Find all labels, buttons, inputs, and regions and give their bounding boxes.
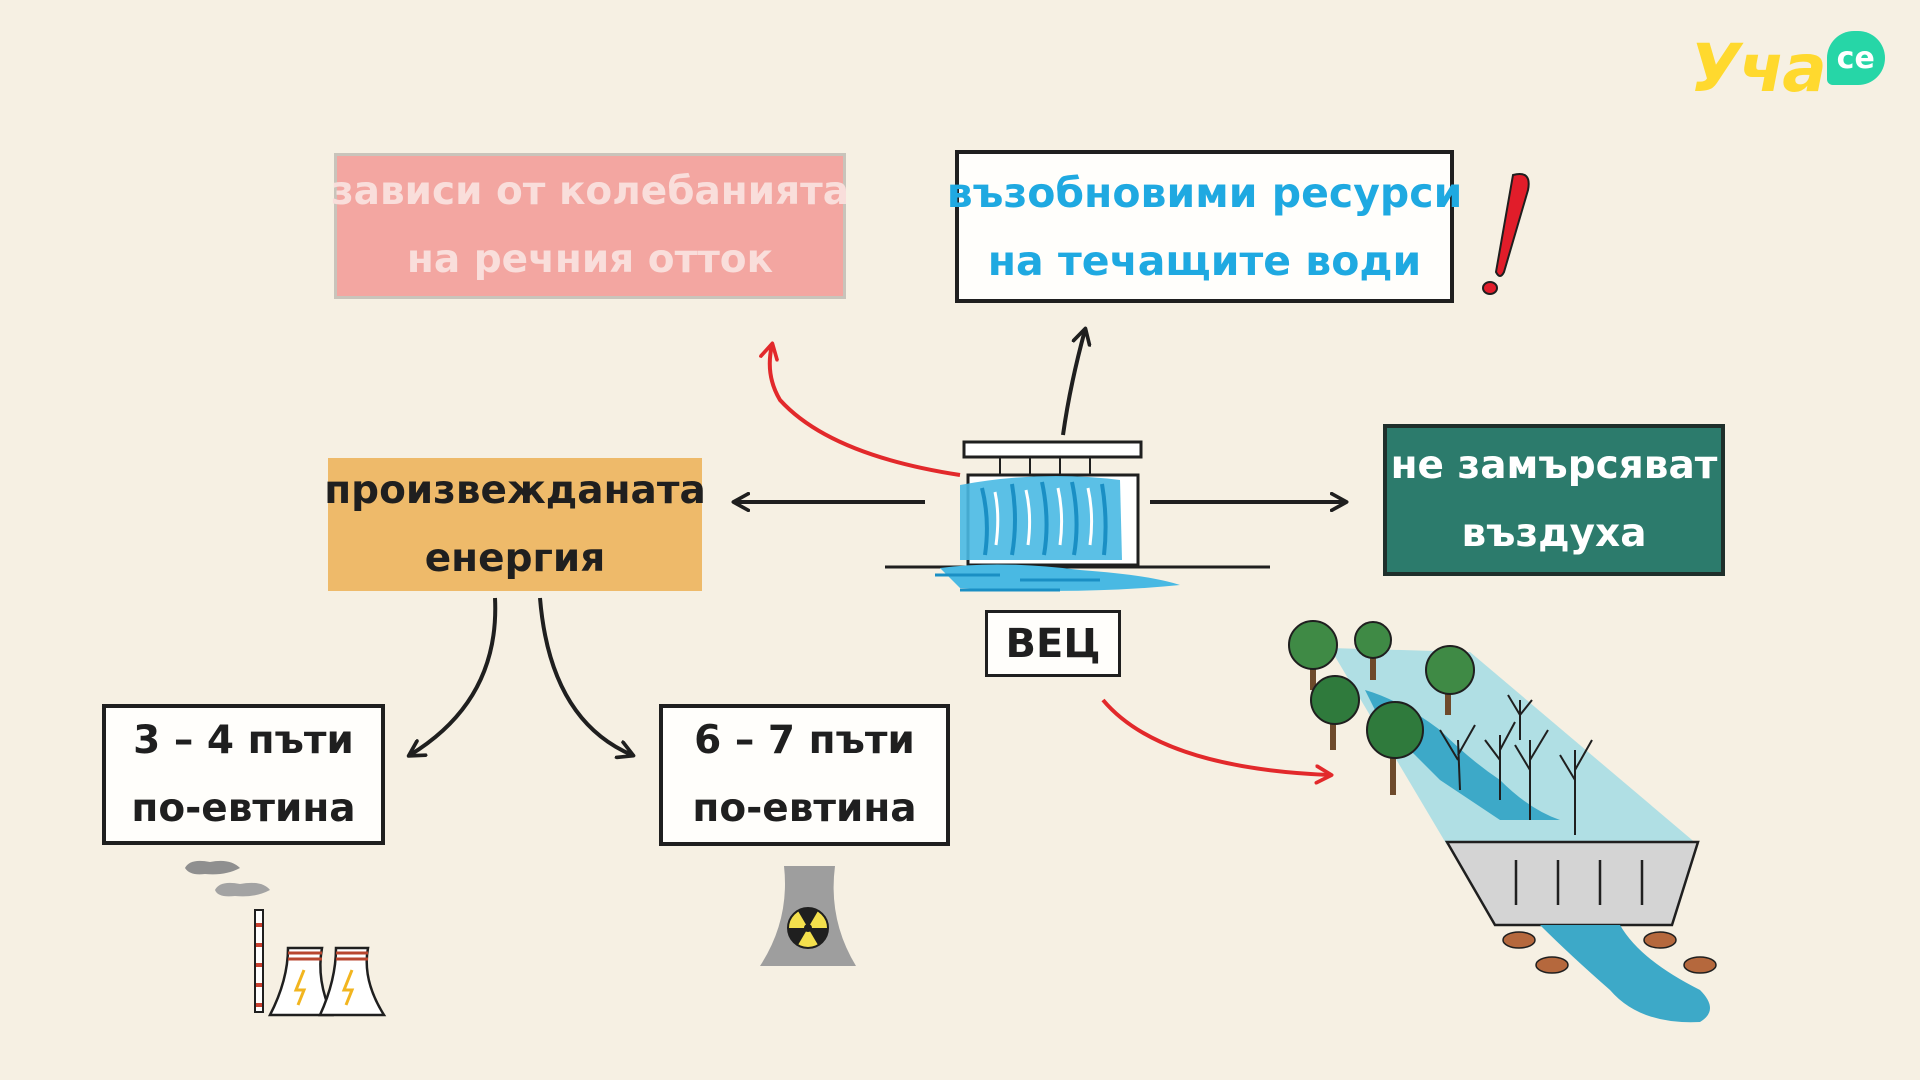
cheaper-than-thermal-box: 3 – 4 пъти по-евтина [102, 704, 385, 845]
renewable-resources-line2: на течащите води [987, 236, 1422, 285]
river-dependence-box: зависи от колебанията на речния отток [330, 153, 850, 299]
produced-energy-box: произвежданата енергия [324, 458, 706, 591]
hpp-label: ВЕЦ [985, 610, 1121, 677]
hpp-label-text: ВЕЦ [1005, 620, 1101, 667]
exclamation-icon [1482, 173, 1530, 295]
brand-logo-text: Уча [1690, 29, 1827, 107]
arrow-to-river-dependence [770, 345, 961, 477]
renewable-resources-box: възобновими ресурси на течащите води [947, 150, 1462, 303]
no-air-pollution-box: не замърсяват въздуха [1383, 424, 1725, 576]
brand-logo[interactable]: Уча се [1690, 28, 1885, 108]
produced-energy-line2: енергия [424, 535, 606, 581]
brand-logo-badge: се [1826, 31, 1885, 85]
arrow-to-3-4-times [410, 597, 498, 755]
river-dependence-line1: зависи от колебанията [330, 169, 850, 214]
cheaper-than-thermal-line1: 3 – 4 пъти [133, 717, 354, 763]
arrow-to-renewable [1061, 330, 1085, 436]
cheaper-than-nuclear-box: 6 – 7 пъти по-евтина [659, 704, 950, 846]
cheaper-than-nuclear-line2: по-евтина [692, 786, 917, 831]
thermal-power-plant-icon [185, 860, 387, 1017]
arrow-to-6-7-times [538, 597, 632, 755]
hydro-dam-icon [885, 440, 1270, 592]
no-air-pollution-line1: не замърсяват [1390, 443, 1718, 488]
no-air-pollution-line2: въздуха [1461, 511, 1647, 556]
nuclear-plant-icon [760, 866, 856, 966]
arrow-to-reservoir [1101, 698, 1330, 775]
cheaper-than-thermal-line2: по-евтина [131, 785, 356, 831]
cheaper-than-nuclear-line1: 6 – 7 пъти [694, 718, 915, 763]
river-dependence-line2: на речния отток [406, 237, 774, 282]
renewable-resources-line1: възобновими ресурси [946, 168, 1463, 217]
reservoir-flooded-forest-icon [1288, 620, 1717, 1023]
produced-energy-line1: произвежданата [324, 467, 706, 513]
